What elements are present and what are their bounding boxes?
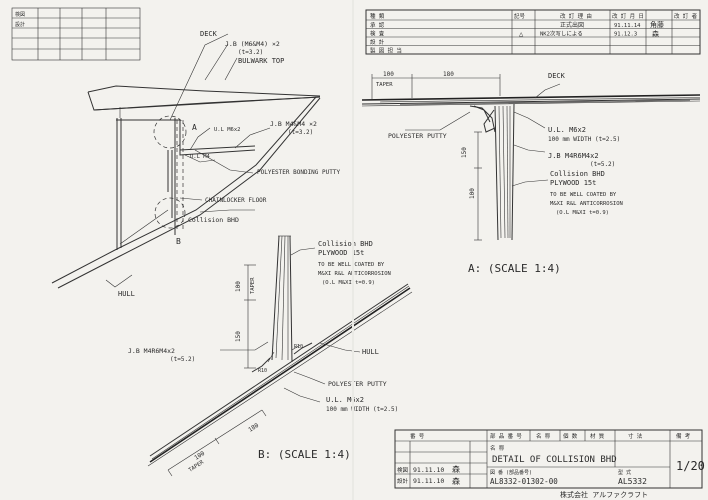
detail-b-dim-180: 180 xyxy=(247,422,260,434)
tb-header-material: 材 質 xyxy=(590,432,605,440)
rev-row3-label: 設 計 xyxy=(370,38,385,46)
approval-row-1: 検図 xyxy=(15,11,25,18)
rev-header-reason: 改 訂 理 由 xyxy=(560,12,592,20)
detail-a-view: 100 180 TAPER DECK POLYESTER PUTTY 150 1… xyxy=(361,71,701,275)
tb-role-2: 設計 xyxy=(397,477,409,485)
detail-a-deck: DECK xyxy=(548,72,566,80)
detail-b-coat-3: (O.L M&XI t=0.9) xyxy=(322,280,375,286)
detail-a-ul: U.L. M6x2 xyxy=(548,126,586,134)
marker-a: A xyxy=(192,123,197,132)
detail-b-dim-150: 150 xyxy=(235,331,242,342)
detail-b-ul: U.L. M6x2 xyxy=(326,396,364,404)
tb-header-name: 名 称 xyxy=(536,432,551,440)
detail-a-coat-2: M&XI R&L ANTICORROSION xyxy=(550,201,623,207)
rev-row1-by: 角藤 xyxy=(650,20,664,29)
rev-row4-label: 製 図 担 当 xyxy=(370,47,402,55)
tb-title: DETAIL OF COLLISION BHD xyxy=(492,455,617,465)
detail-a-dim-180: 180 xyxy=(443,71,454,78)
detail-b-coat-1: TO BE WELL COATED BY xyxy=(318,262,385,268)
rev-header-kind: 種 類 xyxy=(370,12,385,20)
sheet-fold xyxy=(352,0,354,500)
overall-hull-label: HULL xyxy=(118,290,135,298)
tb-name-label: 名 称 xyxy=(490,444,505,452)
tb-model: AL5332 xyxy=(618,477,647,486)
detail-b-dim-100: 100 xyxy=(235,281,242,292)
rev-row2-reason: NK2次写しによる xyxy=(540,30,583,38)
marker-b: B xyxy=(176,237,181,246)
overall-jb-top-t: (t=3.2) xyxy=(238,49,263,56)
tb-company: 株式会社 アルファクラフト xyxy=(560,490,648,499)
title-block: 番 号 部 品 番 号 名 称 個 数 材 質 寸 法 備 考 検図 設計 91… xyxy=(394,429,705,499)
overall-jb-top: J.B (M6&M4) ×2 xyxy=(225,40,280,48)
overall-bulwark-label: BULWARK TOP xyxy=(238,57,284,65)
detail-a-taper: TAPER xyxy=(376,82,393,88)
tb-sign-2: 森 xyxy=(452,476,460,486)
overall-deck-label: DECK xyxy=(200,30,218,38)
detail-b-caption: B: (SCALE 1:4) xyxy=(258,448,351,461)
tb-sign-1: 森 xyxy=(452,464,460,474)
tb-header-no: 番 号 xyxy=(410,433,425,440)
detail-a-bhd: Collision BHD xyxy=(550,170,605,178)
detail-a-putty: POLYESTER PUTTY xyxy=(388,132,447,140)
detail-b-ul-width: 100 mm WIDTH (t=2.5) xyxy=(326,406,398,413)
detail-b-r10-a: R10 xyxy=(258,368,267,374)
detail-a-dim-100: 100 xyxy=(383,71,394,78)
rev-row1-label: 承 認 xyxy=(370,21,385,29)
rev-header-date: 改 訂 月 日 xyxy=(612,12,644,20)
detail-a-plywood: PLYWOOD 15t xyxy=(550,179,596,187)
detail-b-view: Collision BHD PLYWOOD 15t TO BE WELL COA… xyxy=(128,235,413,477)
overall-jb-mid: J.B M4&M4 ×2 xyxy=(270,120,317,128)
rev-row2-label: 検 査 xyxy=(370,30,385,38)
tb-role-1: 検図 xyxy=(397,466,409,474)
rev-row1-date: 91.11.14 xyxy=(614,23,641,29)
overall-chain-label: CHAINLOCKER FLOOR xyxy=(205,197,267,204)
detail-a-coat-1: TO BE WELL COATED BY xyxy=(550,192,617,198)
rev-row2-date: 91.12.3 xyxy=(614,32,637,38)
tb-date-1: 91.11.10 xyxy=(413,466,444,474)
tb-header-part: 部 品 番 号 xyxy=(490,432,522,440)
detail-b-dim-100b: 100 xyxy=(193,450,206,462)
rev-row1-reason: 正式出図 xyxy=(560,21,584,29)
detail-b-jb-t: (t=5.2) xyxy=(170,356,195,363)
rev-header-by: 改 訂 者 xyxy=(674,12,698,20)
detail-a-ul-width: 100 mm WIDTH (t=2.5) xyxy=(548,136,620,143)
detail-a-jb: J.B M4R6M4x2 xyxy=(548,152,599,160)
tb-header-remark: 備 考 xyxy=(676,432,691,440)
tb-header-qty: 個 数 xyxy=(563,432,578,440)
detail-b-taper: TAPER xyxy=(250,277,256,294)
detail-a-jb-t: (t=5.2) xyxy=(590,161,615,168)
overall-putty-label: POLYESTER BONDING PUTTY xyxy=(257,169,340,176)
detail-b-jb: J.B M4R6M4x2 xyxy=(128,347,175,355)
rev-row2-by: 森 xyxy=(652,29,659,38)
overall-ul-label: U.L M6x2 xyxy=(214,127,241,133)
detail-a-coat-3: (O.L M&XI t=0.9) xyxy=(556,210,609,216)
tb-scale: 1/20 xyxy=(676,459,705,473)
approval-block: 検図 設計 xyxy=(11,7,141,61)
overall-jb-mid-t: (t=3.2) xyxy=(288,129,313,136)
revision-table: 種 類 記号 改 訂 理 由 改 訂 月 日 改 訂 者 承 認 正式出図 91… xyxy=(365,9,701,55)
detail-b-putty: POLYESTER PUTTY xyxy=(328,380,387,388)
detail-b-r10-b: R10 xyxy=(294,344,303,350)
detail-b-coat-2: M&XI R&L ANTICORROSION xyxy=(318,271,391,277)
overall-view: DECK J.B (M6&M4) ×2 (t=3.2) BULWARK TOP … xyxy=(51,30,340,298)
tb-header-dim: 寸 法 xyxy=(628,432,643,440)
rev-row2-mark: △ xyxy=(519,30,524,38)
overall-bhd-label: Collision BHD xyxy=(188,216,239,224)
tb-model-label: 型 式 xyxy=(618,469,631,476)
detail-b-bhd: Collision BHD xyxy=(318,240,373,248)
tb-drawing-no: AL8332-01302-00 xyxy=(490,477,558,486)
detail-b-hull: HULL xyxy=(362,348,379,356)
tb-date-2: 91.11.10 xyxy=(413,477,444,485)
overall-ul-m4: U.L M4 xyxy=(190,154,211,160)
detail-b-plywood: PLYWOOD 15t xyxy=(318,249,364,257)
detail-a-dim-150: 150 xyxy=(461,147,468,158)
tb-drawing-no-label: 図 番 (部品番号) xyxy=(490,469,532,476)
rev-header-mark: 記号 xyxy=(514,12,526,20)
approval-row-2: 設計 xyxy=(15,21,25,28)
detail-a-dim-100v: 100 xyxy=(469,188,476,199)
detail-a-caption: A: (SCALE 1:4) xyxy=(468,262,561,275)
